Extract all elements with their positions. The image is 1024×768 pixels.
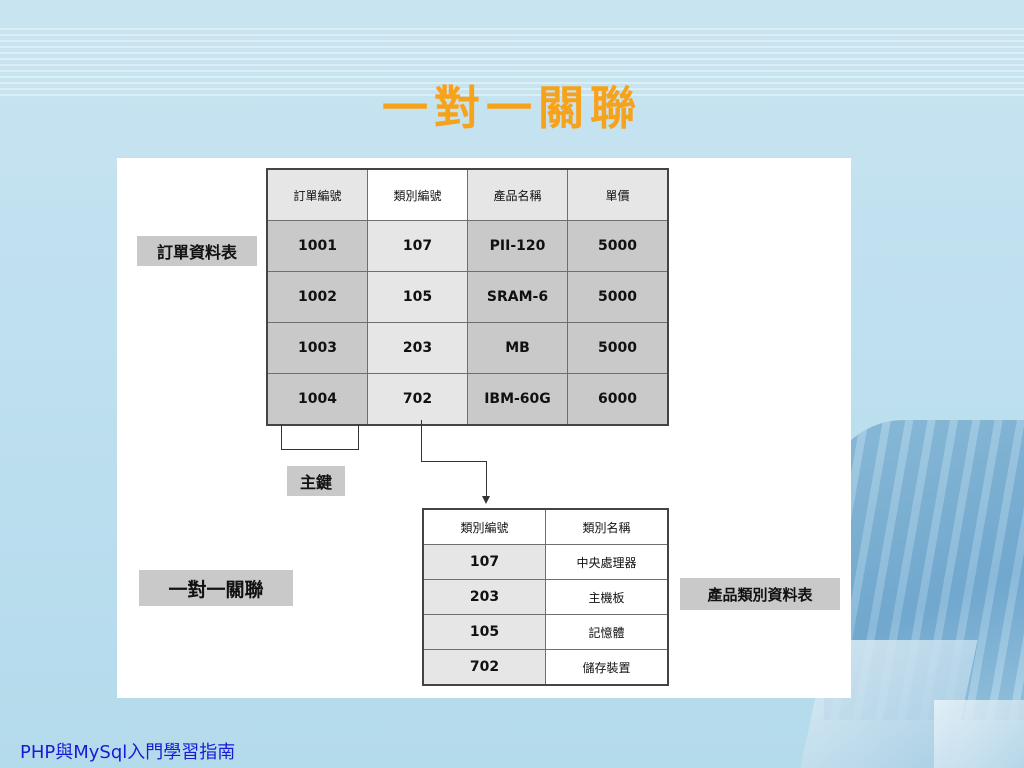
arrow-down-icon bbox=[482, 496, 490, 504]
label-one-to-one: 一對一關聯 bbox=[139, 570, 293, 606]
table-cell: IBM-60G bbox=[467, 373, 568, 426]
table-cell: 5000 bbox=[567, 271, 669, 323]
header-stripes bbox=[0, 28, 1024, 100]
connector-vertical-2 bbox=[486, 461, 487, 497]
table-cell: 5000 bbox=[567, 322, 669, 374]
table-cell: MB bbox=[467, 322, 568, 374]
table-cell: SRAM-6 bbox=[467, 271, 568, 323]
bracket-left bbox=[281, 424, 282, 450]
table-header-row: 類別編號 類別名稱 bbox=[422, 508, 669, 545]
table-row: 203 主機板 bbox=[422, 579, 669, 615]
header-cell: 類別名稱 bbox=[545, 508, 669, 545]
table-cell: 105 bbox=[422, 614, 546, 650]
table-row: 1004 702 IBM-60G 6000 bbox=[266, 373, 669, 426]
header-cell: 類別編號 bbox=[422, 508, 546, 545]
slide-title: 一對一關聯 bbox=[382, 81, 642, 135]
header-cell: 產品名稱 bbox=[467, 168, 568, 221]
header-cell: 單價 bbox=[567, 168, 669, 221]
header-cell: 類別編號 bbox=[367, 168, 468, 221]
connector-horizontal bbox=[421, 461, 487, 462]
connector-vertical-1 bbox=[421, 420, 422, 462]
table-row: 702 儲存裝置 bbox=[422, 649, 669, 686]
table-row: 107 中央處理器 bbox=[422, 544, 669, 580]
table-cell: 107 bbox=[422, 544, 546, 580]
table-cell: 主機板 bbox=[545, 579, 669, 615]
header-cell: 訂單編號 bbox=[266, 168, 368, 221]
label-order-table: 訂單資料表 bbox=[137, 236, 257, 266]
orders-table: 訂單編號 類別編號 產品名稱 單價 1001 107 PII-120 5000 … bbox=[266, 168, 669, 426]
table-cell: 中央處理器 bbox=[545, 544, 669, 580]
table-cell: 儲存裝置 bbox=[545, 649, 669, 686]
table-cell: 203 bbox=[367, 322, 468, 374]
table-cell: 1002 bbox=[266, 271, 368, 323]
bracket-bottom bbox=[281, 449, 359, 450]
category-table: 類別編號 類別名稱 107 中央處理器 203 主機板 105 記憶體 702 … bbox=[422, 508, 669, 686]
table-row: 1001 107 PII-120 5000 bbox=[266, 220, 669, 272]
table-row: 1003 203 MB 5000 bbox=[266, 322, 669, 374]
label-primary-key: 主鍵 bbox=[287, 466, 345, 496]
label-product-category-table: 產品類別資料表 bbox=[680, 578, 840, 610]
table-cell: 702 bbox=[367, 373, 468, 426]
table-header-row: 訂單編號 類別編號 產品名稱 單價 bbox=[266, 168, 669, 221]
table-row: 1002 105 SRAM-6 5000 bbox=[266, 271, 669, 323]
table-cell: 5000 bbox=[567, 220, 669, 272]
table-cell: 107 bbox=[367, 220, 468, 272]
floppy-disk-image-2 bbox=[934, 700, 1024, 768]
table-cell: 105 bbox=[367, 271, 468, 323]
table-cell: 702 bbox=[422, 649, 546, 686]
table-cell: PII-120 bbox=[467, 220, 568, 272]
table-cell: 6000 bbox=[567, 373, 669, 426]
table-row: 105 記憶體 bbox=[422, 614, 669, 650]
diagram-panel: 訂單資料表 訂單編號 類別編號 產品名稱 單價 1001 107 PII-120… bbox=[117, 158, 851, 698]
table-cell: 1004 bbox=[266, 373, 368, 426]
table-cell: 1003 bbox=[266, 322, 368, 374]
bracket-right bbox=[358, 424, 359, 450]
slide-footer: PHP與MySql入門學習指南 bbox=[20, 742, 236, 763]
table-cell: 203 bbox=[422, 579, 546, 615]
table-cell: 記憶體 bbox=[545, 614, 669, 650]
table-cell: 1001 bbox=[266, 220, 368, 272]
